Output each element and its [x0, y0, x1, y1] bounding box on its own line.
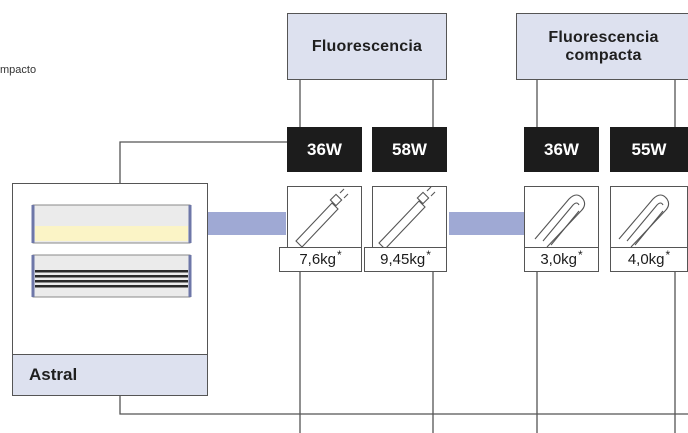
asterisk: * [337, 247, 342, 262]
category-compacta-line2: compacta [565, 46, 642, 64]
connector-band [449, 212, 526, 235]
asterisk: * [426, 247, 431, 262]
fluorescent-tube-icon [378, 187, 436, 249]
compact-fluorescent-icon [618, 194, 670, 248]
weight-value: 3,0kg [540, 251, 578, 268]
wattage-badge: 55W [610, 127, 688, 172]
wattage-label: 36W [307, 139, 342, 159]
lamp-tile [287, 186, 362, 248]
truncated-caption: mpacto [0, 64, 37, 76]
lamp-tile [610, 186, 688, 248]
category-compacta-line1: Fluorescencia [548, 28, 659, 46]
lamp-weight: 4,0kg* [610, 247, 688, 272]
category-fluorescencia-compacta: Fluorescencia compacta [516, 13, 688, 80]
wattage-label: 55W [631, 139, 667, 159]
lamp-weight: 9,45kg* [364, 247, 447, 272]
lamp-weight: 3,0kg* [524, 247, 599, 272]
weight-value: 9,45kg [380, 251, 426, 268]
wattage-label: 36W [544, 139, 579, 159]
product-name: Astral [12, 354, 208, 396]
compact-fluorescent-icon [534, 194, 586, 248]
connector-band [208, 212, 286, 235]
wattage-badge: 36W [287, 127, 362, 172]
fluorescent-tube-icon [295, 188, 349, 248]
asterisk: * [578, 247, 583, 262]
product-name-text: Astral [29, 365, 78, 384]
wattage-label: 58W [392, 139, 427, 159]
weight-value: 7,6kg [299, 251, 337, 268]
luminaire-icon [31, 204, 192, 298]
wattage-badge: 58W [372, 127, 447, 172]
category-fluorescencia-label: Fluorescencia [311, 37, 423, 55]
lamp-weight: 7,6kg* [279, 247, 362, 272]
category-fluorescencia: Fluorescencia [287, 13, 447, 80]
weight-value: 4,0kg [627, 251, 665, 268]
asterisk: * [665, 247, 671, 262]
lamp-tile [524, 186, 599, 248]
lamp-tile [372, 186, 447, 249]
wattage-badge: 36W [524, 127, 599, 172]
